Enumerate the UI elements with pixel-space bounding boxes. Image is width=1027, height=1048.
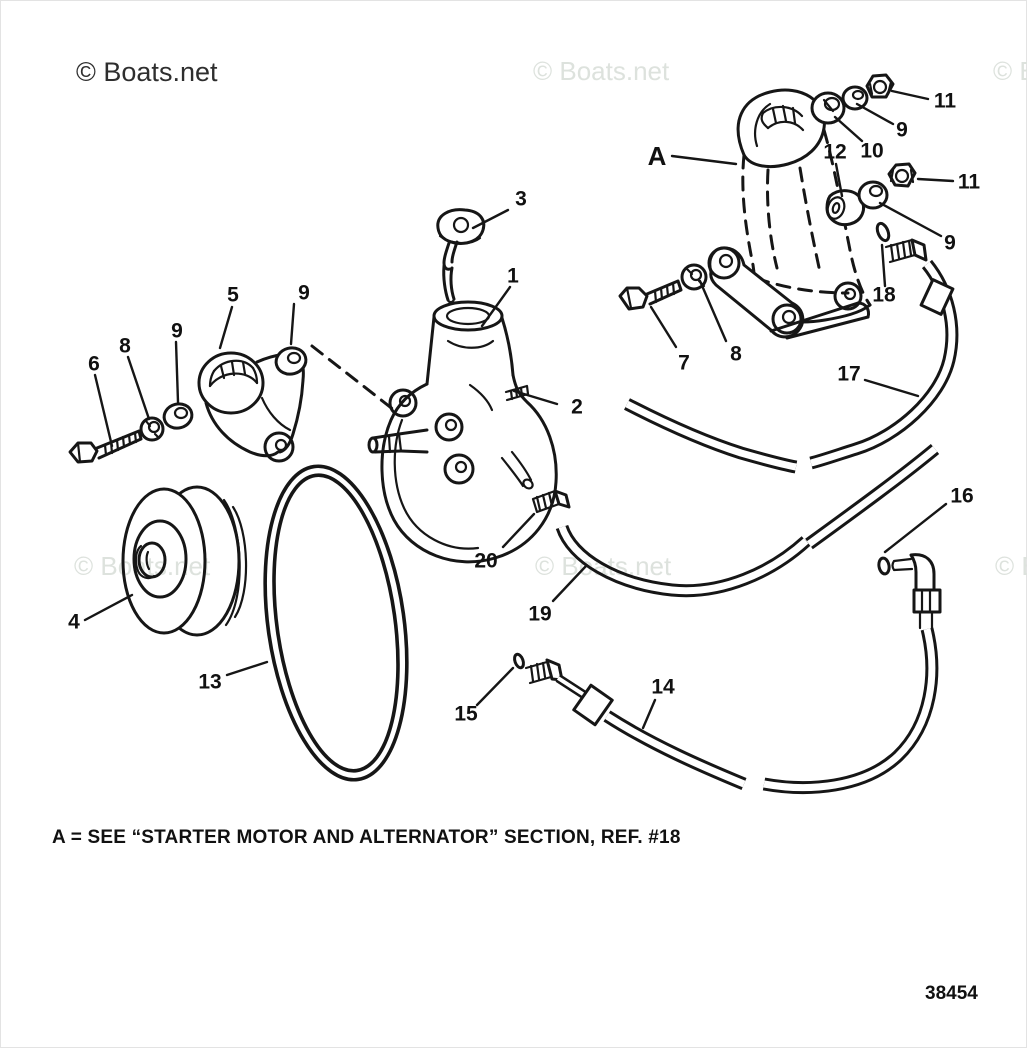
power-steering-pump-part: [367, 300, 558, 564]
callout-labels: A 3 1 5 9 9 8 6 2 7 8 12 10 9 11 11 9 18…: [68, 90, 980, 726]
callout-17-label: 17: [837, 363, 860, 386]
hose-14-part: [513, 652, 747, 791]
callout-13-label: 13: [198, 671, 221, 694]
washer-9-left-part: [162, 402, 194, 430]
bolt-7-part: [618, 279, 683, 311]
hose-17-part: [624, 238, 959, 474]
callout-10-label: 10: [860, 140, 883, 163]
callout-8-label-2: 8: [730, 343, 742, 366]
callout-20-label: 20: [474, 550, 497, 573]
callout-12-label: 12: [823, 141, 846, 164]
callout-6-label: 6: [88, 353, 100, 376]
washer-9-top-part: [841, 85, 869, 111]
callout-1-label: 1: [507, 265, 519, 288]
fitting-20-part: [531, 489, 571, 514]
callout-14-label: 14: [651, 676, 675, 699]
callout-9-label-2: 9: [171, 320, 183, 343]
mount-bracket-5-part: [197, 351, 305, 463]
callout-8-label-1: 8: [119, 335, 131, 358]
hose-19-part: [555, 443, 940, 598]
callout-19-label: 19: [528, 603, 551, 626]
callout-11-label-2: 11: [958, 171, 981, 194]
lock-washer-8-left-part: [139, 416, 165, 442]
nut-11-mid-part: [887, 162, 917, 188]
o-ring-15: [513, 652, 525, 670]
pressure-hose-16-part: [762, 553, 942, 795]
support-bracket-part: [707, 246, 870, 340]
o-ring-16: [877, 556, 891, 576]
callout-3-label: 3: [515, 188, 527, 211]
callout-a-label: A: [648, 141, 667, 171]
alignment-dashed-line: [310, 344, 396, 412]
callout-16-label: 16: [950, 485, 973, 508]
drive-belt-13-part: [263, 464, 409, 782]
callout-5-label: 5: [227, 284, 239, 307]
callout-4-label: 4: [68, 611, 80, 634]
bolt-6-part: [68, 429, 143, 464]
nut-11-top-part: [865, 73, 895, 99]
filler-cap-3-part: [436, 208, 486, 304]
callout-11-label-1: 11: [934, 90, 957, 113]
callout-9-label-4: 9: [944, 232, 956, 255]
callout-9-label-1: 9: [298, 282, 310, 305]
callout-7-label: 7: [678, 352, 690, 375]
washer-9-mid-part: [857, 180, 889, 210]
diagram-number: 38454: [925, 983, 978, 1004]
spacer-12-part: [825, 189, 865, 227]
washer-9-bracket-part: [274, 346, 308, 376]
pulley-4-part: [121, 485, 248, 637]
callout-18-label: 18: [872, 284, 896, 307]
callout-2-label: 2: [571, 396, 583, 419]
washer-10-part: [810, 91, 846, 125]
callout-9-label-3: 9: [896, 119, 908, 142]
o-ring-18-part: [875, 221, 891, 243]
diagram-caption: A = SEE “STARTER MOTOR AND ALTERNATOR” S…: [52, 827, 681, 848]
callout-15-label: 15: [454, 703, 478, 726]
callout-leader-lines: [83, 89, 955, 730]
